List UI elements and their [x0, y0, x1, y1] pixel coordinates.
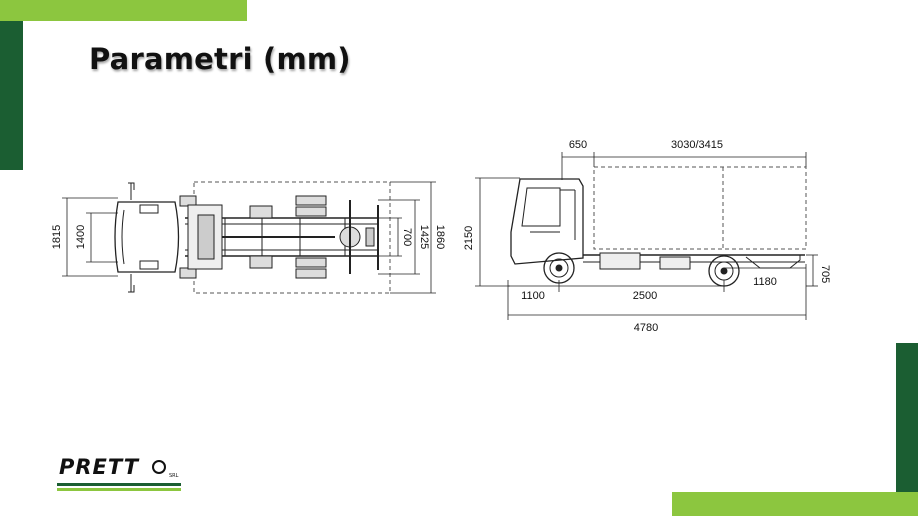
- logo-underline-light: [57, 488, 181, 491]
- pretto-logo: PRETT SRL: [57, 455, 187, 491]
- logo-suffix: SRL: [169, 473, 179, 479]
- top-view-chassis: [114, 181, 391, 294]
- dim-front-to-body: 650: [569, 139, 587, 151]
- dim-front-overhang: 1100: [521, 290, 545, 302]
- dim-height: 2150: [463, 226, 475, 250]
- logo-underline-dark: [57, 483, 181, 486]
- top-accent-bar: [0, 0, 247, 21]
- dim-rear-track: 1425: [418, 225, 430, 249]
- dim-wheelbase: 2500: [633, 290, 657, 302]
- dim-body-width: 1860: [434, 225, 446, 249]
- logo-o-emblem-icon: [152, 460, 166, 474]
- dim-frame-width: 700: [401, 228, 413, 246]
- dim-overall-width: 1815: [51, 225, 63, 249]
- top-view-dimension-lines: [62, 181, 436, 294]
- right-accent-bar: [896, 343, 918, 493]
- side-view-truck: [510, 166, 807, 287]
- dim-frame-height: 705: [819, 265, 831, 283]
- dim-rear-overhang: 1180: [753, 276, 777, 288]
- dim-cab-track: 1400: [75, 225, 87, 249]
- side-view-dimension-lines: [475, 152, 818, 320]
- bottom-accent-bar: [672, 492, 918, 516]
- logo-brand: PRETT: [59, 455, 140, 479]
- page-title: Parametri (mm): [89, 42, 351, 76]
- dim-overall-length: 4780: [634, 322, 658, 334]
- dim-body-length: 3030/3415: [671, 139, 723, 151]
- left-accent-bar: [0, 21, 23, 170]
